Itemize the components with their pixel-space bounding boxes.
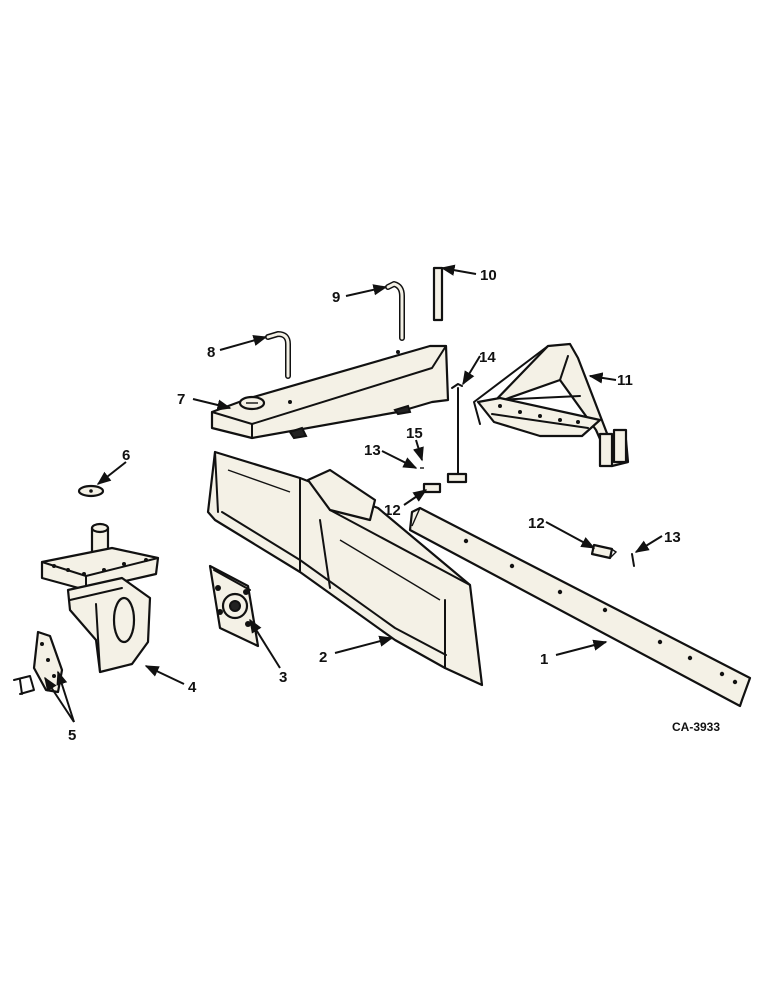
part-clip-right [631,553,635,567]
callout-12-right: 12 [528,515,545,532]
callout-11: 11 [617,372,633,389]
part-pin-right [590,543,618,560]
callout-8: 8 [207,344,215,361]
callout-2: 2 [319,649,327,666]
part-plate-and-pin [13,630,64,695]
part-straight-pin [432,266,444,322]
part-swivel-mount [40,522,160,674]
callout-9: 9 [332,289,340,306]
callout-12-upper: 12 [384,502,401,519]
part-bent-pin-long [385,281,405,341]
part-cutting-edge [408,506,752,708]
callout-6: 6 [122,447,130,464]
callout-13-upper: 13 [364,442,381,459]
part-bent-pin [265,331,291,379]
callout-5: 5 [68,727,76,744]
callout-13-right: 13 [664,529,681,546]
callout-15: 15 [406,425,423,442]
callout-14: 14 [479,349,496,366]
part-push-beam [210,344,450,440]
leader-lines [44,264,663,723]
callout-10: 10 [480,267,497,284]
part-a-frame-hitch [473,342,630,468]
callout-3: 3 [279,669,287,686]
callout-7: 7 [177,391,185,408]
part-stand [446,383,468,484]
part-mounting-plate [208,564,260,648]
callout-1: 1 [540,651,548,668]
figure-code: CA-3933 [672,720,720,734]
part-washer [77,484,105,498]
callout-4: 4 [188,679,197,696]
part-pin-small [420,467,442,494]
part-blade [206,450,484,687]
